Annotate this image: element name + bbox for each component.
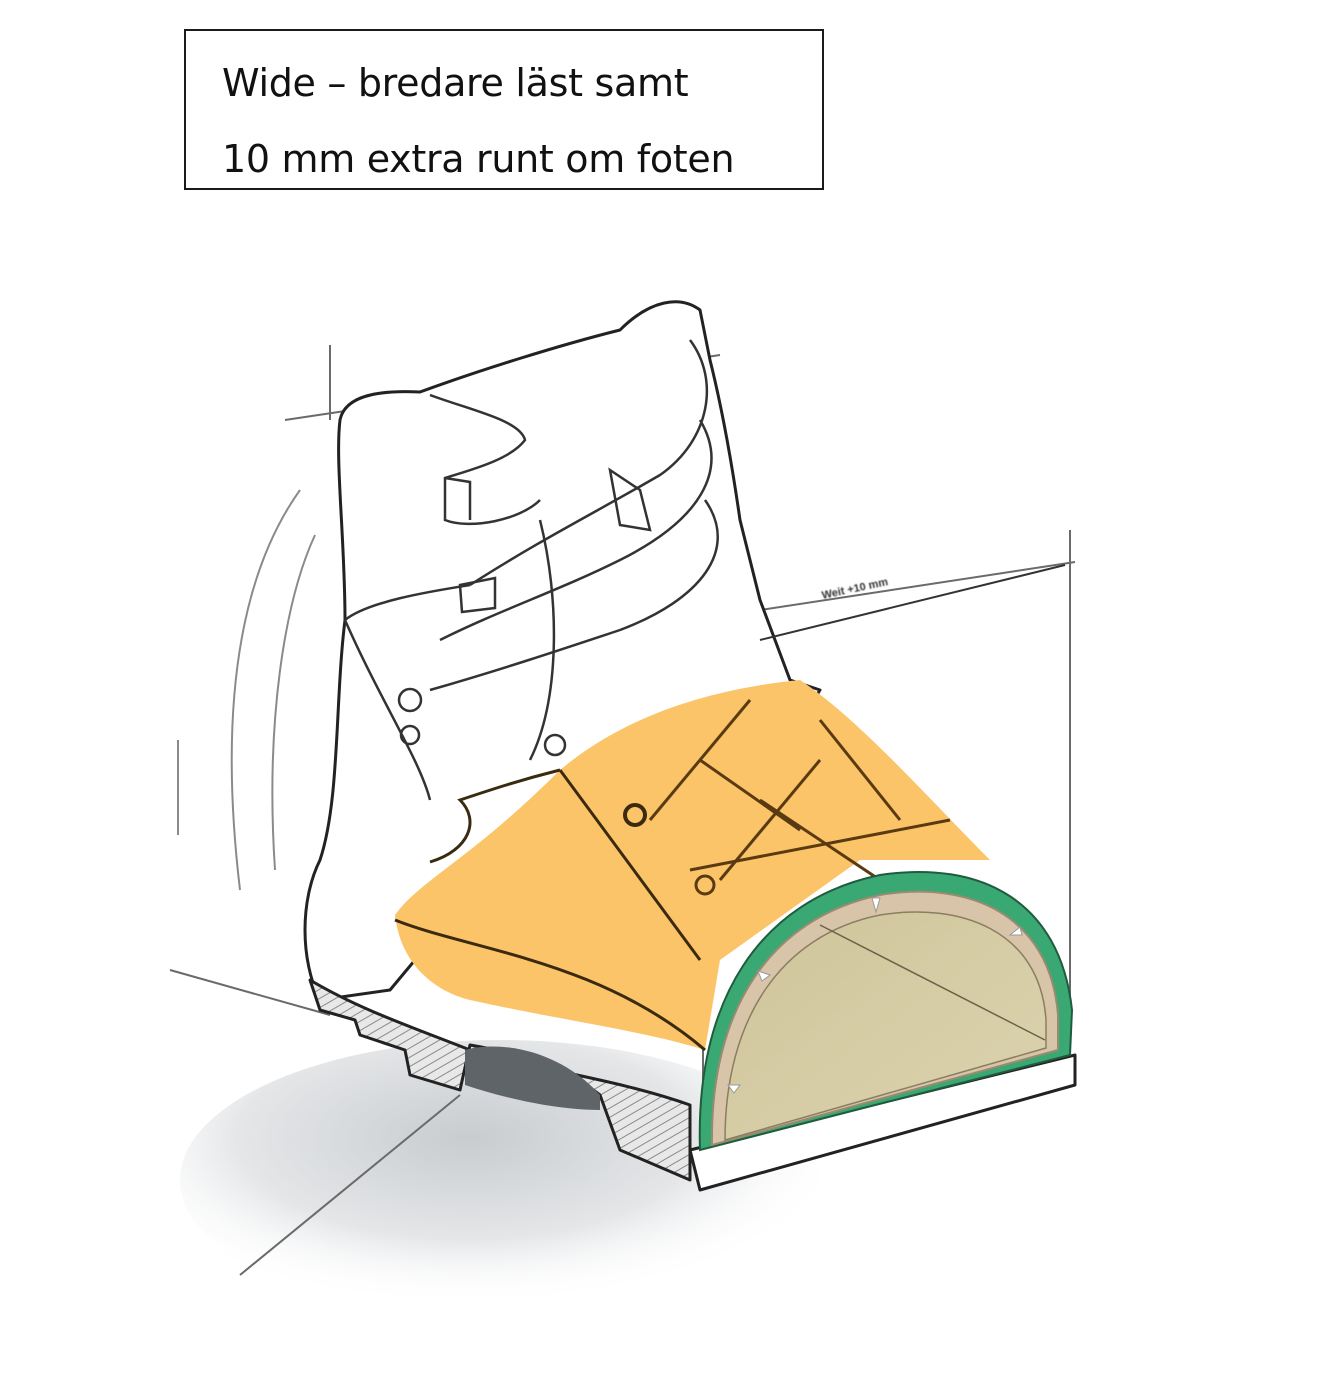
caption-box: Wide – bredare läst samt 10 mm extra run… xyxy=(184,29,824,190)
expansion-arrow-icon xyxy=(727,897,1023,1094)
boot-laces-sketch xyxy=(343,339,719,801)
dimension-line xyxy=(759,564,1066,641)
toe-cross-section xyxy=(698,871,1074,1152)
caption-line-2: 10 mm extra runt om foten xyxy=(222,137,735,181)
motion-lines-icon xyxy=(177,489,316,891)
upper-highlight-region xyxy=(394,680,990,1052)
eyelet-icon xyxy=(694,874,716,896)
caption-line-1: Wide – bredare läst samt xyxy=(222,61,689,105)
eyelet-icon xyxy=(623,803,647,827)
